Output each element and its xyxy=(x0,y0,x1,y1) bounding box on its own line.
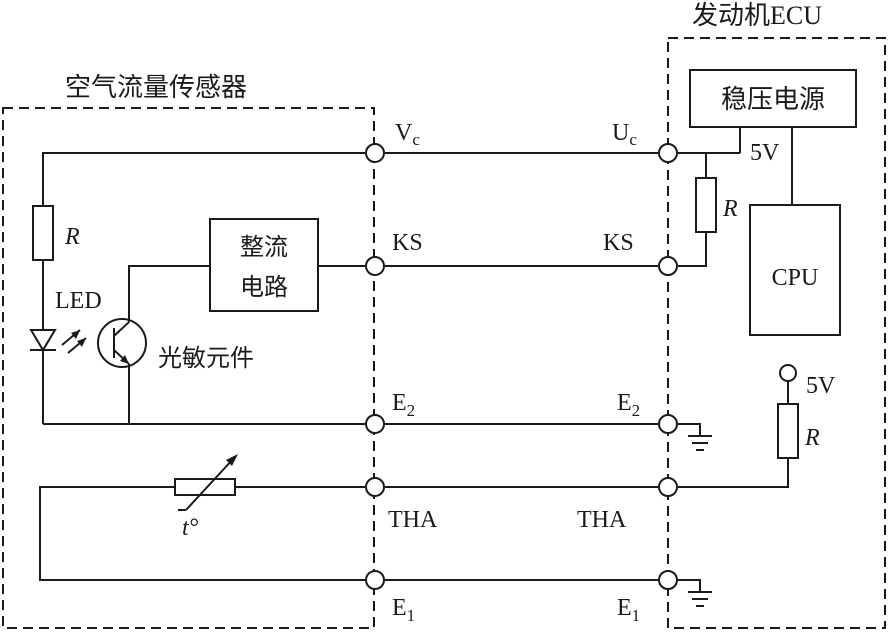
wire-vc-sensor xyxy=(42,152,365,206)
phototransistor-symbol xyxy=(97,318,147,368)
emitter-arrow-icon xyxy=(120,355,129,364)
label-ecu-ks: KS xyxy=(603,230,634,256)
label-sensor-e1: E1 xyxy=(392,595,415,625)
rectifier-label-line2: 电路 xyxy=(240,274,288,301)
ecu-resistor-label: R xyxy=(722,196,738,222)
pin-ecu-uc xyxy=(658,143,678,163)
label-sensor-ks: KS xyxy=(392,230,423,256)
pin-ecu-ks xyxy=(658,256,678,276)
pin-sensor-ks xyxy=(365,256,385,276)
pin-ecu-tha xyxy=(658,477,678,497)
wire-e1-ground xyxy=(678,579,701,592)
cpu-box xyxy=(749,204,841,336)
ground-e2-icon xyxy=(688,435,712,451)
cpu-label: CPU xyxy=(772,265,819,291)
label-sensor-e2: E2 xyxy=(392,390,415,420)
rectifier-box xyxy=(209,218,319,312)
thermistor-arrow xyxy=(185,457,235,511)
wire-e2-ground xyxy=(678,423,701,436)
label-ecu-e1: E1 xyxy=(617,595,640,625)
wire-photo-rect xyxy=(128,265,210,322)
label-ecu-tha: THA xyxy=(577,507,627,533)
pin-sensor-e1 xyxy=(365,570,385,590)
pin-sensor-vc xyxy=(365,143,385,163)
supply-5v-label: 5V xyxy=(750,140,780,166)
rectifier-label-line1: 整流 xyxy=(240,234,288,261)
thermistor xyxy=(174,478,236,496)
pin-ecu-e2 xyxy=(658,414,678,434)
pullup-5v-terminal xyxy=(779,364,797,382)
photo-label: 光敏元件 xyxy=(158,345,254,372)
light-arrows-icon xyxy=(61,329,87,354)
ecu-title: 发动机ECU xyxy=(692,1,822,30)
pullup-resistor xyxy=(777,403,799,459)
led-label: LED xyxy=(55,288,102,314)
sensor-resistor xyxy=(32,205,54,261)
ecu-enclosure xyxy=(667,37,886,629)
wire-ks-ecu xyxy=(678,232,707,267)
label-ecu-uc: Uc xyxy=(612,120,637,149)
thermistor-label: t° xyxy=(182,515,199,541)
regulator-label: 稳压电源 xyxy=(721,85,825,114)
pin-ecu-e1 xyxy=(658,570,678,590)
wire-tha-ecu xyxy=(678,458,789,488)
pullup-resistor-label: R xyxy=(804,425,820,451)
label-ecu-e2: E2 xyxy=(617,390,640,420)
ecu-resistor xyxy=(695,177,717,233)
thermistor-arrow-head-icon xyxy=(226,454,238,466)
wire-thermistor-loop xyxy=(39,486,365,581)
phototransistor-collector xyxy=(113,321,130,337)
pullup-5v-label: 5V xyxy=(806,373,836,399)
led-symbol xyxy=(29,329,57,352)
label-sensor-vc: Vc xyxy=(395,120,420,149)
label-sensor-tha: THA xyxy=(388,507,438,533)
ground-e1-icon xyxy=(688,591,712,607)
sensor-title: 空气流量传感器 xyxy=(65,73,247,102)
regulator-box xyxy=(689,69,857,128)
pin-sensor-tha xyxy=(365,477,385,497)
sensor-enclosure xyxy=(2,107,375,629)
sensor-resistor-label: R xyxy=(64,224,80,250)
pin-sensor-e2 xyxy=(365,414,385,434)
